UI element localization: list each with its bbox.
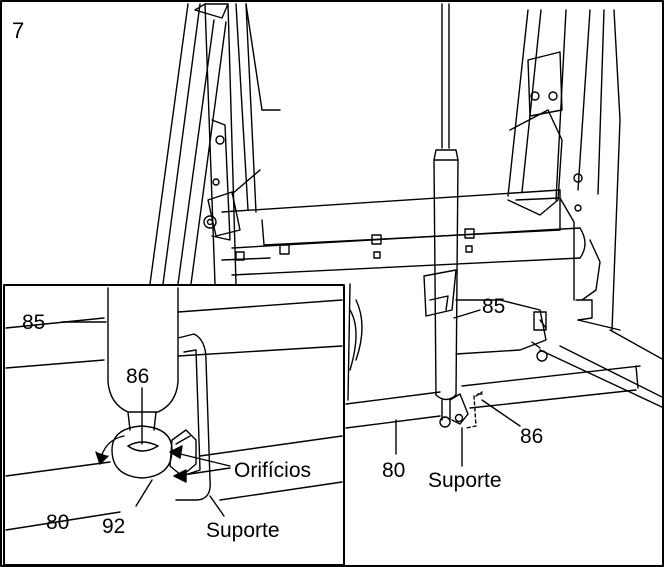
inset-bracket-callout: Suporte — [206, 519, 280, 542]
left-upright — [149, 3, 281, 285]
inset-pin-callout: 86 — [126, 365, 150, 388]
rotation-arrow-icon — [95, 435, 125, 465]
cross-frame — [221, 169, 586, 401]
inset-border — [3, 284, 345, 566]
inset-leaders — [61, 321, 225, 517]
base-frame — [345, 329, 664, 429]
right-upright — [507, 9, 621, 331]
main-base-callout: 80 — [382, 459, 406, 482]
inset-base-callout: 80 — [46, 511, 70, 534]
inset-piston-callout: 85 — [22, 311, 46, 334]
gas-piston — [433, 3, 459, 428]
main-leaders — [395, 309, 521, 467]
inset-clip-callout: 92 — [102, 515, 126, 538]
hole-arrows-icon — [169, 445, 231, 483]
inset-holes-callout: Orifícios — [234, 459, 312, 482]
inset-drawing — [5, 287, 343, 531]
main-piston-callout: 85 — [482, 295, 506, 318]
step-number: 7 — [12, 18, 25, 43]
main-pin-callout: 86 — [520, 425, 544, 448]
main-bracket-callout: Suporte — [428, 469, 502, 492]
